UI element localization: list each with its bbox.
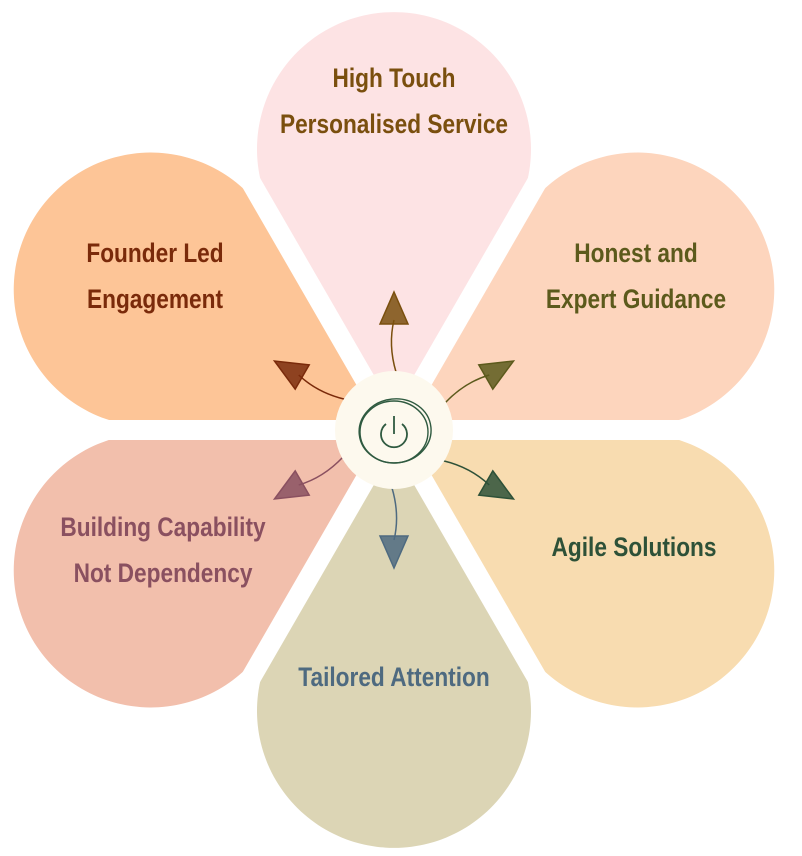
petal-founder-led [13,152,394,430]
arrow-icon [443,460,516,500]
petal-label: Honest and [574,238,697,268]
petal-label: Not Dependency [74,558,253,588]
petal-capability [13,430,394,708]
petal-label: Personalised Service [280,109,508,139]
arrow-icon [378,487,410,570]
arrow-icon [272,360,345,400]
arrow-icon [272,456,344,500]
power-icon [358,398,432,464]
petal-agile [394,430,775,708]
petal-label: Tailored Attention [298,662,489,692]
arrow-icon [378,290,410,373]
petal-label: Engagement [87,284,223,314]
petal-label: Building Capability [60,512,265,542]
petal-tailored [257,430,531,848]
petal-label: Agile Solutions [552,532,717,562]
petal-label: Founder Led [86,238,223,268]
petal-label: High Touch [333,63,456,93]
center-hub [335,371,453,489]
petal-high-touch [257,12,531,430]
petal-honest-guidance [394,152,775,430]
petal-label: Expert Guidance [546,284,726,314]
arrow-icon [444,360,516,404]
